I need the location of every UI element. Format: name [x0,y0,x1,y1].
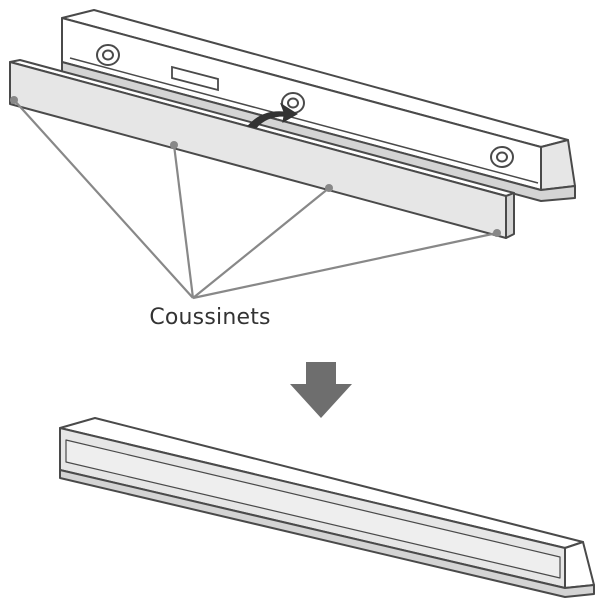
mounting-hole-right [490,146,514,168]
mounting-hole-left [96,44,120,66]
pad-marker [493,229,501,237]
rear-label-plate [171,65,219,92]
pads-label: Coussinets [149,305,271,330]
soundbar-rear-body [61,9,576,202]
pad-marker [10,96,18,104]
down-arrow-icon [290,362,352,418]
soundbar-assembled [59,417,595,598]
pad-marker [170,141,178,149]
attach-arrow-icon [247,102,298,129]
pad-marker [325,184,333,192]
pad-strip [9,59,515,239]
callout-lines [10,96,501,300]
